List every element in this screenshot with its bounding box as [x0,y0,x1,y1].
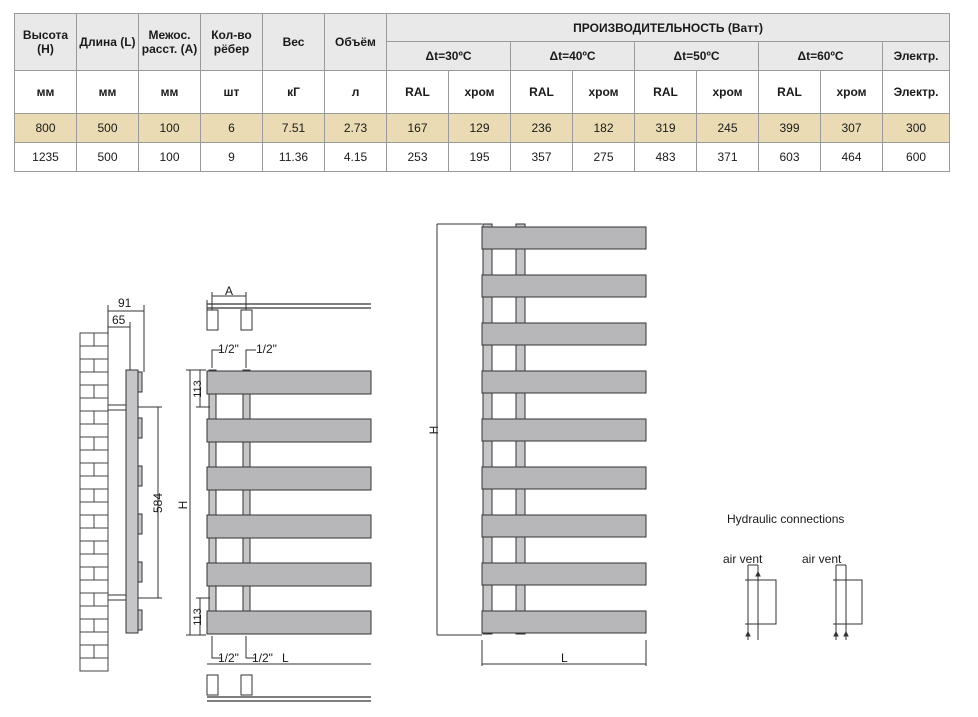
table-cell: 9 [200,142,263,172]
unit-cell: мм [14,70,77,114]
header-dt40: Δt=40ºC [510,41,635,71]
unit-cell: хром [572,70,635,114]
unit-cell: мм [76,70,139,114]
dim-113-bottom: 113 [192,608,204,626]
hydraulic-title: Hydraulic connections [727,512,844,526]
header-dt60: Δt=60ºC [758,41,883,71]
header-spacing: Межос. расст. (A) [138,13,201,71]
air-vent-label-1: air vent [723,552,763,566]
header-electric: Электр. [881,41,951,71]
header-volume: Объём [324,13,387,71]
table-cell: 483 [634,142,697,172]
table-cell: 307 [820,113,883,143]
dim-113-top: 113 [192,380,204,398]
unit-cell: мм [138,70,201,114]
table-cell: 399 [758,113,821,143]
section-bar [206,370,372,395]
pipe-size-top-right: 1/2" [256,342,277,356]
table-cell: 603 [758,142,821,172]
unit-cell: кГ [262,70,325,114]
side-view [79,305,162,672]
header-length: Длина (L) [76,13,139,71]
bars-small [206,370,372,635]
table-cell: 357 [510,142,573,172]
table-cell: 319 [634,113,697,143]
air-vent-label-2: air vent [802,552,842,566]
table-cell: 100 [138,142,201,172]
section-bar [206,466,372,491]
header-sections: Кол-во рёбер [200,13,263,71]
spec-table: Высота (H) Длина (L) Межос. расст. (A) К… [14,13,951,172]
section-bar [481,562,647,586]
unit-cell: RAL [758,70,821,114]
dim-h-large: H [427,426,441,435]
table-cell: 1235 [14,142,77,172]
section-bar [481,514,647,538]
table-cell: 464 [820,142,883,172]
header-dt50: Δt=50ºC [634,41,759,71]
section-bar [481,274,647,298]
pipe-size-bottom-right: 1/2" [252,651,273,665]
table-cell: 195 [448,142,511,172]
section-bar [481,610,647,634]
section-bar [481,322,647,346]
dim-91: 91 [118,296,132,310]
unit-cell: Электр. [881,70,951,114]
wall-bricks [79,332,109,672]
dim-a: A [225,284,233,298]
section-bar [206,514,372,539]
header-performance: ПРОИЗВОДИТЕЛЬНОСТЬ (Ватт) [385,13,951,42]
table-cell: 275 [572,142,635,172]
section-bar [206,418,372,443]
unit-cell: хром [448,70,511,114]
header-height: Высота (H) [14,13,77,71]
table-cell: 182 [572,113,635,143]
dim-584: 584 [151,493,165,513]
section-bar [206,562,372,587]
pipe-size-top-left: 1/2" [218,342,239,356]
section-bar [481,418,647,442]
table-cell: 371 [696,142,759,172]
table-cell: 500 [76,113,139,143]
unit-cell: хром [696,70,759,114]
table-cell: 2.73 [324,113,387,143]
front-view-small [186,292,371,702]
header-dt30: Δt=30ºC [386,41,511,71]
table-cell: 500 [76,142,139,172]
section-bar [481,370,647,394]
table-cell: 167 [386,113,449,143]
section-bar [206,610,372,635]
section-bar [481,226,647,250]
dim-l-small: L [282,651,289,665]
table-cell: 236 [510,113,573,143]
table-cell: 4.15 [324,142,387,172]
bars-large [481,226,647,634]
table-cell: 245 [696,113,759,143]
pipe-size-bottom-left: 1/2" [218,651,239,665]
table-cell: 7.51 [262,113,325,143]
hydraulic-diagram [745,564,863,640]
dim-l-large: L [561,651,568,665]
table-cell: 600 [881,142,951,172]
section-bar [481,466,647,490]
dim-65: 65 [112,313,126,327]
unit-cell: RAL [634,70,697,114]
table-cell: 253 [386,142,449,172]
table-cell: 300 [881,113,951,143]
table-cell: 11.36 [262,142,325,172]
dim-h-small: H [176,501,190,510]
